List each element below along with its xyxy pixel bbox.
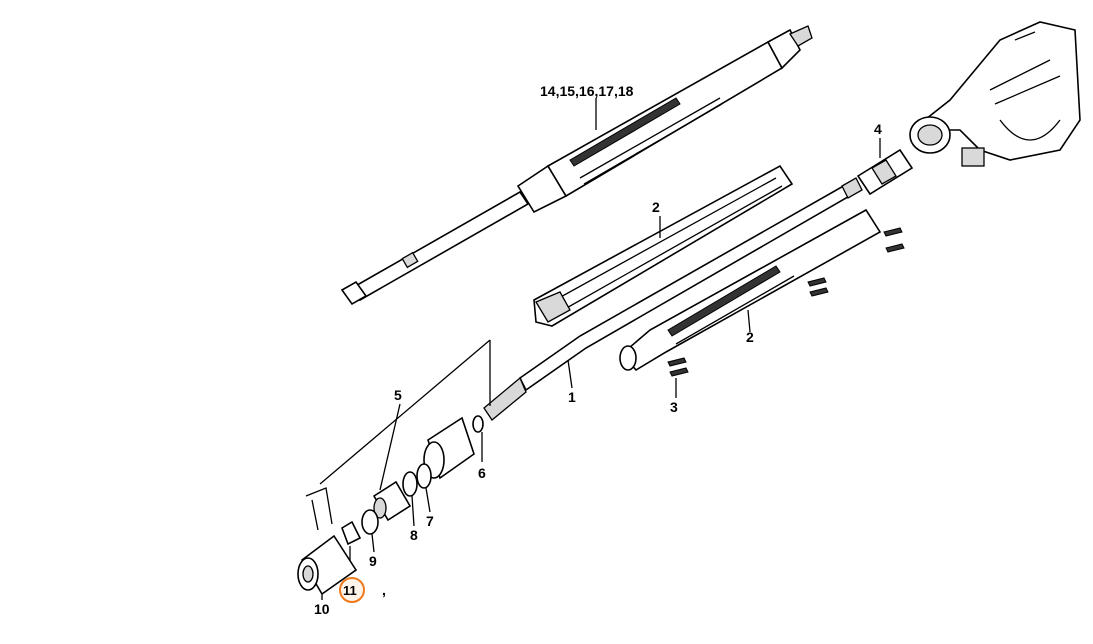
label-part-10: 10 [314,601,330,617]
retaining-clip[interactable] [305,487,333,531]
part-5-adapter[interactable] [372,480,412,522]
label-part-8: 8 [410,527,418,543]
label-part-2-lower: 2 [746,329,754,345]
part-5-group-bracket [319,339,491,491]
label-part-4: 4 [874,121,882,137]
part-4-connector[interactable] [856,138,914,196]
label-part-6: 6 [478,465,486,481]
part-2-trim-rail-upper[interactable] [533,164,794,327]
label-part-9: 9 [369,553,377,569]
label-comma: , [382,582,386,598]
part-8-o-ring[interactable] [402,471,418,527]
part-1-lance-tube[interactable] [483,177,863,421]
part-7-o-ring[interactable] [416,463,432,513]
part-3-screws[interactable] [667,227,905,398]
lance-assembly-upper[interactable] [340,25,813,306]
label-parts-14-18: 14,15,16,17,18 [540,83,634,99]
label-part-1: 1 [568,389,576,405]
label-part-5: 5 [394,387,402,403]
part-9-o-ring[interactable] [361,509,379,553]
label-part-7: 7 [426,513,434,529]
part-2-handle-shell-lower[interactable] [619,208,882,372]
part-11-highlight-ring [339,577,365,603]
label-part-11[interactable]: 11 [343,583,357,598]
spray-gun-handle[interactable] [909,21,1081,167]
part-10-nozzle-cap[interactable] [297,534,358,600]
part-6-nut[interactable] [423,415,484,480]
label-part-3: 3 [670,399,678,415]
label-part-2-upper: 2 [652,199,660,215]
